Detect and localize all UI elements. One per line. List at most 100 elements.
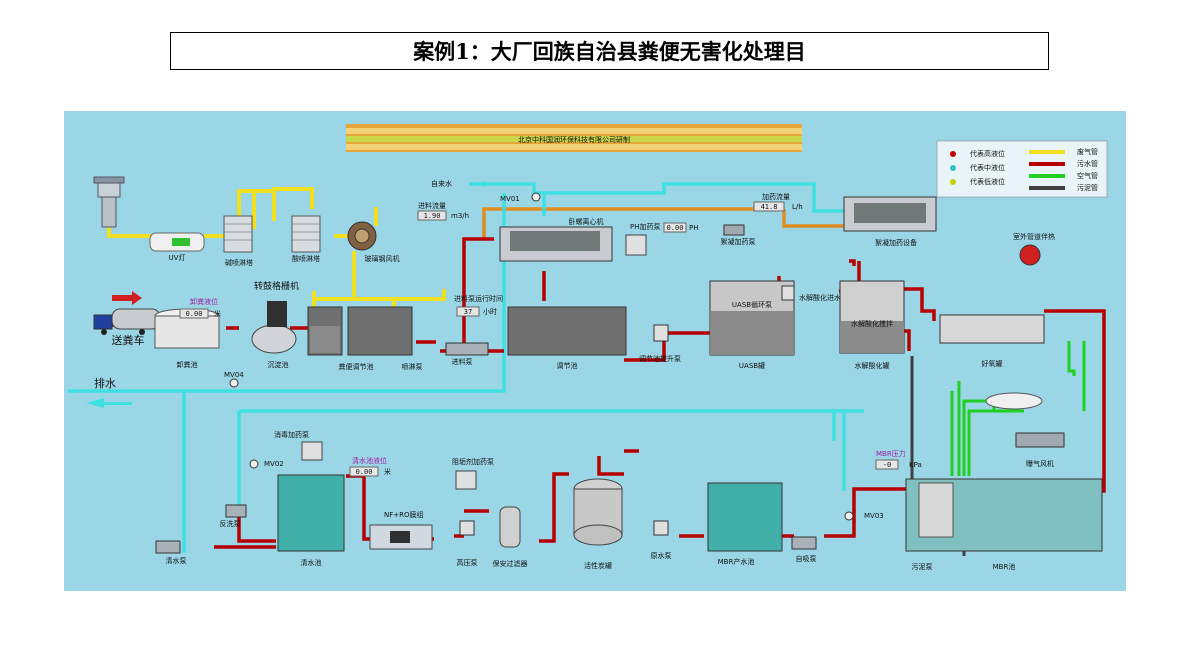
clean-level-box <box>349 466 379 477</box>
feed-flow-box <box>417 210 447 221</box>
outdoor-heat-label: 室外管道伴热 <box>1013 232 1055 241</box>
settling-label: 沉淀池 <box>268 360 289 369</box>
legend-gas-swatch <box>1029 150 1065 154</box>
truck-label: 送粪车 <box>112 333 145 347</box>
banner-text: 北京中科国润环保科技有限公司研制 <box>518 135 630 144</box>
legend-air: 空气管 <box>1077 171 1098 180</box>
feed-time-unit: 小时 <box>483 307 497 316</box>
valve-mv04[interactable] <box>229 378 239 388</box>
uasb-label: UASB罐 <box>739 361 765 370</box>
unload-pool-label: 卸粪池 <box>177 360 198 369</box>
settling-tank: 沉淀池 <box>251 301 297 369</box>
alkali-tower-label: 碱喷淋塔 <box>225 258 253 267</box>
security-filter-label: 保安过滤器 <box>493 559 528 568</box>
valve-mv03[interactable] <box>844 511 854 521</box>
mbr-product-pool: MBR产水池 <box>707 482 783 566</box>
feed-pump: 进料泵 <box>445 342 489 366</box>
hp-pump-label: 高压泵 <box>457 558 478 567</box>
unload-pool: 卸粪池 卸粪液位 0.00 米 <box>154 297 221 369</box>
mbr-product-label: MBR产水池 <box>718 557 755 566</box>
feed-pump-label: 进料泵 <box>452 357 473 366</box>
feed-time-box <box>456 306 480 317</box>
carbon-label: 活性炭罐 <box>584 561 612 570</box>
tap-water-arrow <box>482 181 492 187</box>
alkali-tower: 碱喷淋塔 <box>223 215 253 267</box>
legend-low-dot <box>950 179 956 185</box>
exhaust-tower <box>93 176 125 228</box>
feed-flow-unit: m3/h <box>451 212 469 220</box>
company-banner: 北京中科国润环保科技有限公司研制 <box>346 124 802 152</box>
clean-level-label: 清水池液位 <box>352 456 387 465</box>
legend-mid-dot <box>950 165 956 171</box>
uv-lamp-label: UV灯 <box>169 253 186 262</box>
drain-label: 排水 <box>94 376 116 390</box>
mbr-pressure-box <box>875 459 899 470</box>
hydro-tank-label: 水解酸化罐 <box>855 361 890 370</box>
centrifuge: 卧螺离心机 <box>499 217 613 262</box>
legend-air-swatch <box>1029 174 1065 178</box>
valve-mv01[interactable] <box>531 192 541 202</box>
dose-flow-label: 加药流量 <box>762 192 790 201</box>
truck-arrow <box>112 291 142 305</box>
spray-pump-label: 喷淋泵 <box>402 362 423 371</box>
mv03-label: MV03 <box>864 512 884 520</box>
ph-unit: PH <box>689 224 699 232</box>
flocc-equip-label: 絮凝加药设备 <box>875 238 917 247</box>
flocc-pump-label: 絮凝加药泵 <box>721 237 756 246</box>
backwash-pump <box>225 504 247 518</box>
dose-flow-box <box>753 201 785 212</box>
valve-mv02[interactable] <box>249 459 259 469</box>
legend-low: 代表低液位 <box>970 177 1005 186</box>
mv01-label: MV01 <box>500 195 520 203</box>
security-filter: 保安过滤器 <box>493 506 528 568</box>
centrifuge-label: 卧螺离心机 <box>569 217 604 226</box>
flocc-pump <box>723 224 745 236</box>
hydro-mixer-label: 水解酸化搅拌 <box>851 319 893 328</box>
regulation-tank: 粪便调节池 <box>307 306 413 371</box>
tap-water-label: 自来水 <box>431 179 452 188</box>
ph-tank <box>625 234 647 256</box>
hydro-tank: 水解酸化搅拌 水解酸化罐 <box>839 280 905 370</box>
drain-arrow-shaft <box>104 402 132 405</box>
mbr-pressure-value: -0 <box>883 461 891 469</box>
acid-tower: 酸喷淋塔 <box>291 215 321 263</box>
mbr-pool-label: MBR池 <box>993 562 1016 571</box>
lift-pump <box>653 324 669 342</box>
hydro-in-pump <box>781 285 795 301</box>
hydro-in-pump-label: 水解酸化进水泵 <box>799 293 848 302</box>
page-title: 案例1：大厂回族自治县粪便无害化处理目 <box>170 32 1049 70</box>
suction-pump <box>791 536 817 550</box>
ph-dosing-label: PH加药泵 <box>630 222 661 231</box>
clean-pump <box>155 540 181 554</box>
lift-pump-label: 调节池提升泵 <box>639 354 681 363</box>
mbr-pressure-unit: KPa <box>909 461 922 469</box>
legend-high-dot <box>950 151 956 157</box>
legend: 代表高液位 代表中液位 代表低液位 废气管 污水管 空气管 污泥管 <box>936 140 1108 198</box>
ph-box <box>663 222 687 233</box>
nf-ro-module: NF+RO膜组 <box>369 510 433 550</box>
legend-high: 代表高液位 <box>970 149 1005 158</box>
uasb-circ-label: UASB循环泵 <box>732 300 772 309</box>
hp-pump <box>459 520 475 536</box>
clean-pool-label: 清水池 <box>301 558 322 567</box>
nf-ro-label: NF+RO膜组 <box>384 510 424 519</box>
feed-flow-value: 1.90 <box>424 212 441 220</box>
legend-sludge: 污泥管 <box>1077 183 1098 192</box>
mv04-label: MV04 <box>224 371 244 379</box>
flocc-equipment: 絮凝加药设备 <box>843 196 937 247</box>
suction-pump-label: 自吸泵 <box>796 554 817 563</box>
legend-sludge-swatch <box>1029 186 1065 190</box>
disinfect-tank <box>301 441 323 461</box>
truck: 送粪车 <box>93 308 161 347</box>
glass-fan: 玻璃钢风机 <box>347 221 400 263</box>
drain-arrow <box>86 398 104 408</box>
raw-pump-label: 原水泵 <box>651 551 672 560</box>
regulation-label: 粪便调节池 <box>339 362 374 371</box>
feed-time-value: 37 <box>464 308 472 316</box>
legend-mid: 代表中液位 <box>970 163 1005 172</box>
mbr-pressure-label: MBR压力 <box>876 449 906 458</box>
clean-level-unit: 米 <box>384 467 391 476</box>
process-diagram-panel: 北京中科国润环保科技有限公司研制 代表高液位 代表中液位 代表低液位 废气管 污… <box>64 111 1126 591</box>
unload-level-unit: 米 <box>214 309 221 318</box>
dose-flow-unit: L/h <box>792 203 803 211</box>
